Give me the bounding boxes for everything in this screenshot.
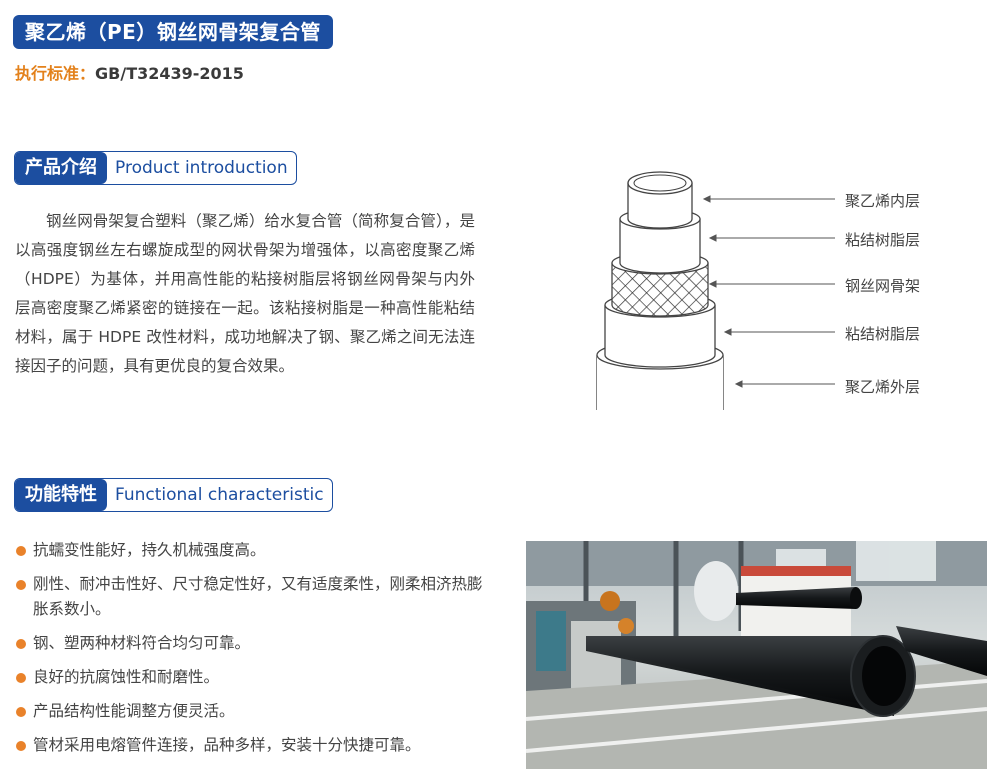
bullet-dot-icon [16, 707, 26, 717]
feature-text: 管材采用电熔管件连接，品种多样，安装十分快捷可靠。 [33, 736, 421, 754]
feature-item: 良好的抗腐蚀性和耐磨性。 [15, 665, 485, 690]
feature-title-en: Functional characteristic [115, 485, 324, 505]
factory-photo [526, 541, 987, 769]
layer-label-resin-1: 粘结树脂层 [845, 231, 921, 249]
layer-label-resin-2: 粘结树脂层 [845, 325, 921, 343]
standard-line: 执行标准：GB/T32439-2015 [15, 60, 244, 84]
standard-value: GB/T32439-2015 [95, 64, 244, 83]
intro-title-zh: 产品介绍 [15, 152, 107, 184]
feature-list: 抗蠕变性能好，持久机械强度高。 刚性、耐冲击性好、尺寸稳定性好，又有适度柔性，刚… [15, 538, 485, 767]
feature-title-zh: 功能特性 [15, 479, 107, 511]
feature-text: 产品结构性能调整方便灵活。 [33, 702, 235, 720]
bullet-dot-icon [16, 673, 26, 683]
feature-item: 钢、塑两种材料符合均匀可靠。 [15, 631, 485, 656]
intro-paragraph: 钢丝网骨架复合塑料（聚乙烯）给水复合管（简称复合管），是以高强度钢丝左右螺旋成型… [15, 212, 475, 375]
feature-section-header: 功能特性 Functional characteristic [14, 478, 333, 512]
layer-label-inner-pe: 聚乙烯内层 [845, 192, 921, 210]
feature-item: 产品结构性能调整方便灵活。 [15, 699, 485, 724]
bullet-dot-icon [16, 639, 26, 649]
page-title: 聚乙烯（PE）钢丝网骨架复合管 [13, 15, 333, 49]
feature-item: 抗蠕变性能好，持久机械强度高。 [15, 538, 485, 563]
feature-text: 刚性、耐冲击性好、尺寸稳定性好，又有适度柔性，刚柔相济热膨胀系数小。 [33, 575, 483, 618]
feature-text: 钢、塑两种材料符合均匀可靠。 [33, 634, 251, 652]
bullet-dot-icon [16, 546, 26, 556]
feature-text: 抗蠕变性能好，持久机械强度高。 [33, 541, 266, 559]
intro-section-header: 产品介绍 Product introduction [14, 151, 297, 185]
intro-title-en: Product introduction [115, 158, 288, 178]
feature-item: 刚性、耐冲击性好、尺寸稳定性好，又有适度柔性，刚柔相济热膨胀系数小。 [15, 572, 485, 622]
bullet-dot-icon [16, 580, 26, 590]
feature-text: 良好的抗腐蚀性和耐磨性。 [33, 668, 220, 686]
bullet-dot-icon [16, 741, 26, 751]
feature-item: 管材采用电熔管件连接，品种多样，安装十分快捷可靠。 [15, 733, 485, 758]
layer-label-steel-mesh: 钢丝网骨架 [845, 277, 921, 295]
standard-label: 执行标准： [15, 64, 96, 83]
layer-label-outer-pe: 聚乙烯外层 [845, 378, 921, 396]
pipe-structure-diagram [596, 171, 835, 410]
